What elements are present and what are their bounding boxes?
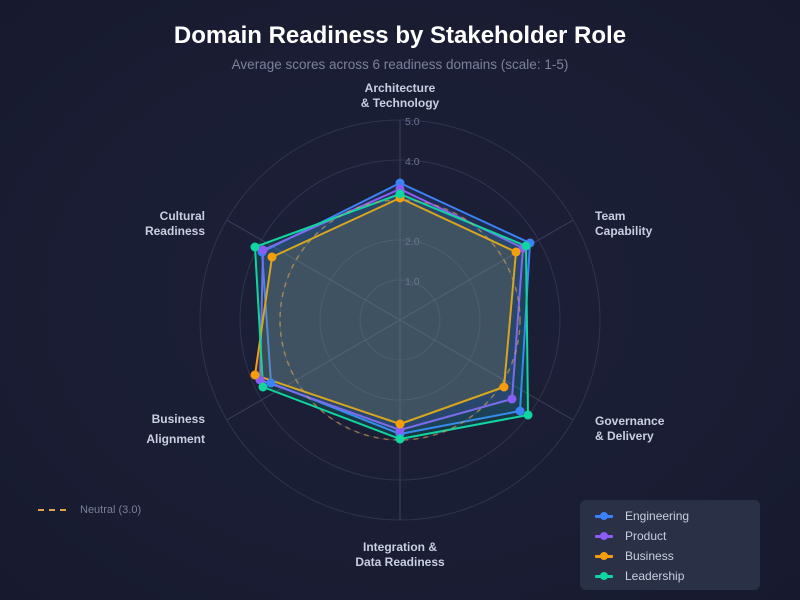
axis-label-architecture: Architecture & Technology [340, 81, 460, 111]
points-layer [250, 178, 535, 444]
axis-label-line: Alignment [146, 432, 205, 446]
legend-item-business[interactable]: Business [595, 546, 760, 566]
data-point-product[interactable] [507, 394, 517, 404]
axis-label-line: Architecture [364, 81, 436, 95]
chart-subtitle: Average scores across 6 readiness domain… [231, 57, 569, 72]
axis-label-line: & Delivery [595, 429, 654, 443]
data-point-business[interactable] [395, 419, 405, 429]
axis-label-line: Capability [595, 224, 653, 238]
axis-label-integration: Integration & Data Readiness [330, 540, 470, 570]
legend-label: Business [625, 549, 674, 563]
legend-label: Product [625, 529, 667, 543]
axis-label-line: Business [151, 412, 205, 426]
data-point-leadership[interactable] [258, 382, 268, 392]
data-point-leadership[interactable] [395, 189, 405, 199]
legend-item-product[interactable]: Product [595, 526, 760, 546]
axis-label-team-capability: Team Capability [595, 209, 652, 239]
axis-label-line: Readiness [144, 224, 205, 238]
data-point-leadership[interactable] [521, 241, 531, 251]
series-layer [254, 182, 531, 440]
data-point-leadership[interactable] [523, 410, 533, 420]
dashed-line-icon [38, 509, 66, 511]
legend-item-engineering[interactable]: Engineering [595, 506, 760, 526]
axis-label-line: Governance [595, 414, 665, 428]
line-marker-icon [595, 531, 613, 541]
data-point-engineering[interactable] [515, 406, 525, 416]
tick-5: 5.0 [405, 116, 420, 128]
data-point-product[interactable] [258, 245, 268, 255]
data-point-business[interactable] [250, 370, 260, 380]
line-marker-icon [595, 551, 613, 561]
data-point-leadership[interactable] [250, 242, 260, 252]
legend-item-leadership[interactable]: Leadership [595, 566, 760, 586]
axis-label-line: Data Readiness [355, 555, 445, 569]
axis-label-line: Cultural [159, 209, 205, 223]
axis-label-cultural-readiness: Cultural Readiness [105, 209, 205, 239]
tick-1: 1.0 [405, 276, 420, 288]
axis-label-line: & Technology [360, 96, 440, 110]
axis-label-business-alignment: Business Alignment [105, 409, 205, 449]
axis-label-line: Integration & [363, 540, 437, 554]
line-marker-icon [595, 571, 613, 581]
tick-4: 4.0 [405, 156, 420, 168]
data-point-business[interactable] [267, 252, 277, 262]
data-point-business[interactable] [499, 382, 509, 392]
line-marker-icon [595, 511, 613, 521]
neutral-legend-label: Neutral (3.0) [80, 504, 142, 516]
data-point-business[interactable] [511, 247, 521, 257]
data-point-leadership[interactable] [395, 434, 405, 444]
neutral-reference-legend: Neutral (3.0) [38, 502, 141, 518]
legend-label: Engineering [625, 509, 690, 523]
axis-label-governance: Governance & Delivery [595, 414, 664, 444]
tick-2: 2.0 [405, 236, 420, 248]
neutral-reference-ring [279, 199, 521, 441]
legend-label: Leadership [625, 569, 685, 583]
chart-title: Domain Readiness by Stakeholder Role [173, 22, 627, 49]
axis-label-line: Team [595, 209, 626, 223]
data-point-engineering[interactable] [266, 378, 276, 388]
series-legend: Engineering Product Business Leadership [580, 500, 760, 590]
